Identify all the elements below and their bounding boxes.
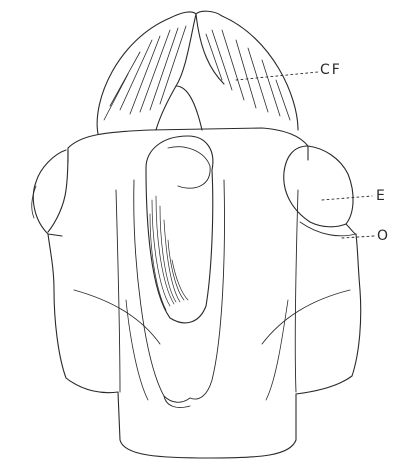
label-cf: CF [320, 62, 342, 78]
median-channel [134, 136, 225, 408]
skull-body [48, 128, 361, 458]
fan-structure [97, 11, 298, 134]
left-orbit [32, 150, 68, 236]
label-e: E [376, 188, 387, 204]
leader-lines [236, 72, 374, 238]
right-orbit [284, 146, 356, 236]
label-o: O [377, 228, 390, 244]
